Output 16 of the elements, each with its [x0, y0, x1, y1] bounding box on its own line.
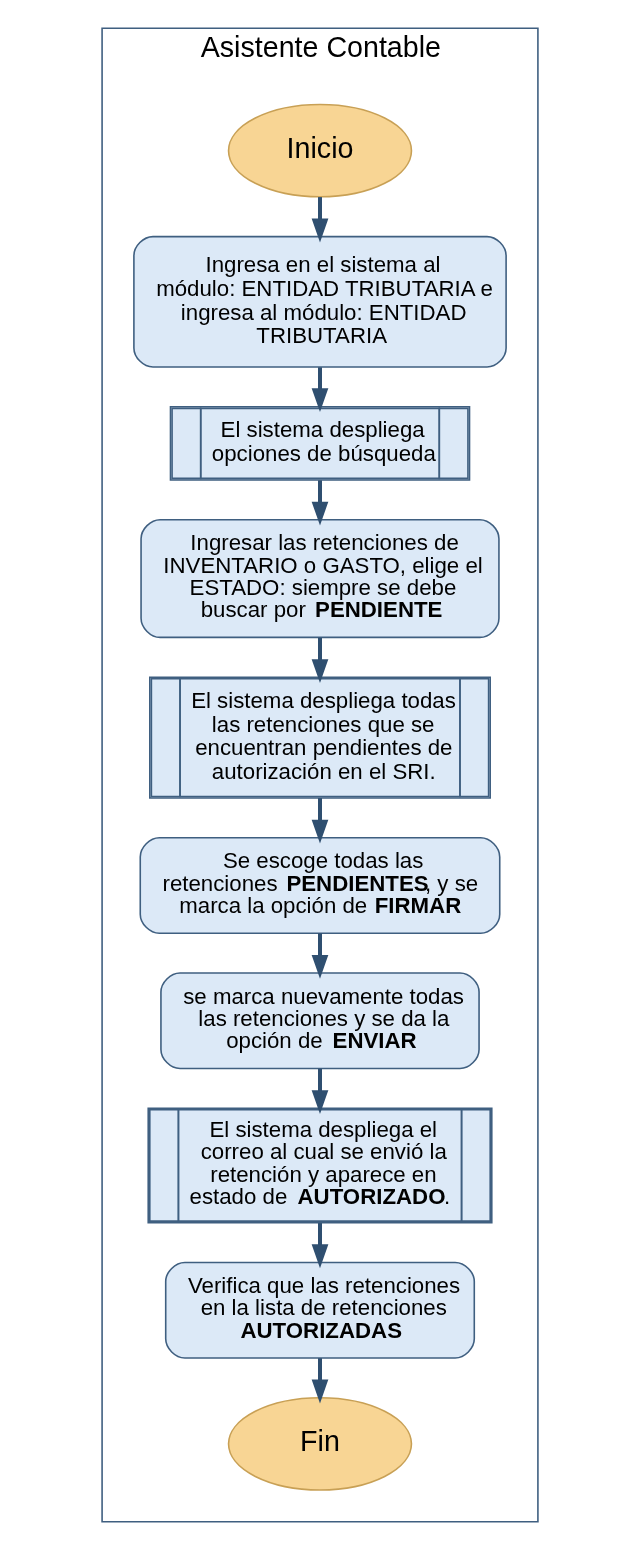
node-ellipse: Inicio	[227, 103, 413, 198]
node-ellipse: Fin	[227, 1396, 413, 1491]
node-box: se marca nuevamente todas las retenciones y se da la opción de ENVIAR	[160, 972, 480, 1070]
node-box: Se escoge todas las retenciones PENDIENTES, y se marca la opción de FIRMAR	[139, 837, 501, 935]
arrow	[311, 798, 329, 844]
arrow	[311, 1358, 329, 1404]
node-box: Ingresa en el sistema al módulo: ENTIDAD TRIBUTARIA e ingresa al módulo: ENTIDAD TRIBUTARIA	[133, 235, 507, 368]
node-box: Ingresar las retenciones de INVENTARIO o GASTO, elige el ESTADO: siempre se debe buscar por PENDIENTE	[140, 518, 500, 639]
arrow	[311, 1068, 329, 1115]
arrow	[311, 197, 329, 243]
node-box: Verifica que las retenciones en la lista de retenciones AUTORIZADAS	[164, 1261, 476, 1359]
arrow	[311, 480, 329, 526]
arrow	[311, 1223, 329, 1269]
arrow	[311, 933, 329, 979]
arrow	[311, 637, 329, 684]
arrow	[311, 367, 329, 413]
